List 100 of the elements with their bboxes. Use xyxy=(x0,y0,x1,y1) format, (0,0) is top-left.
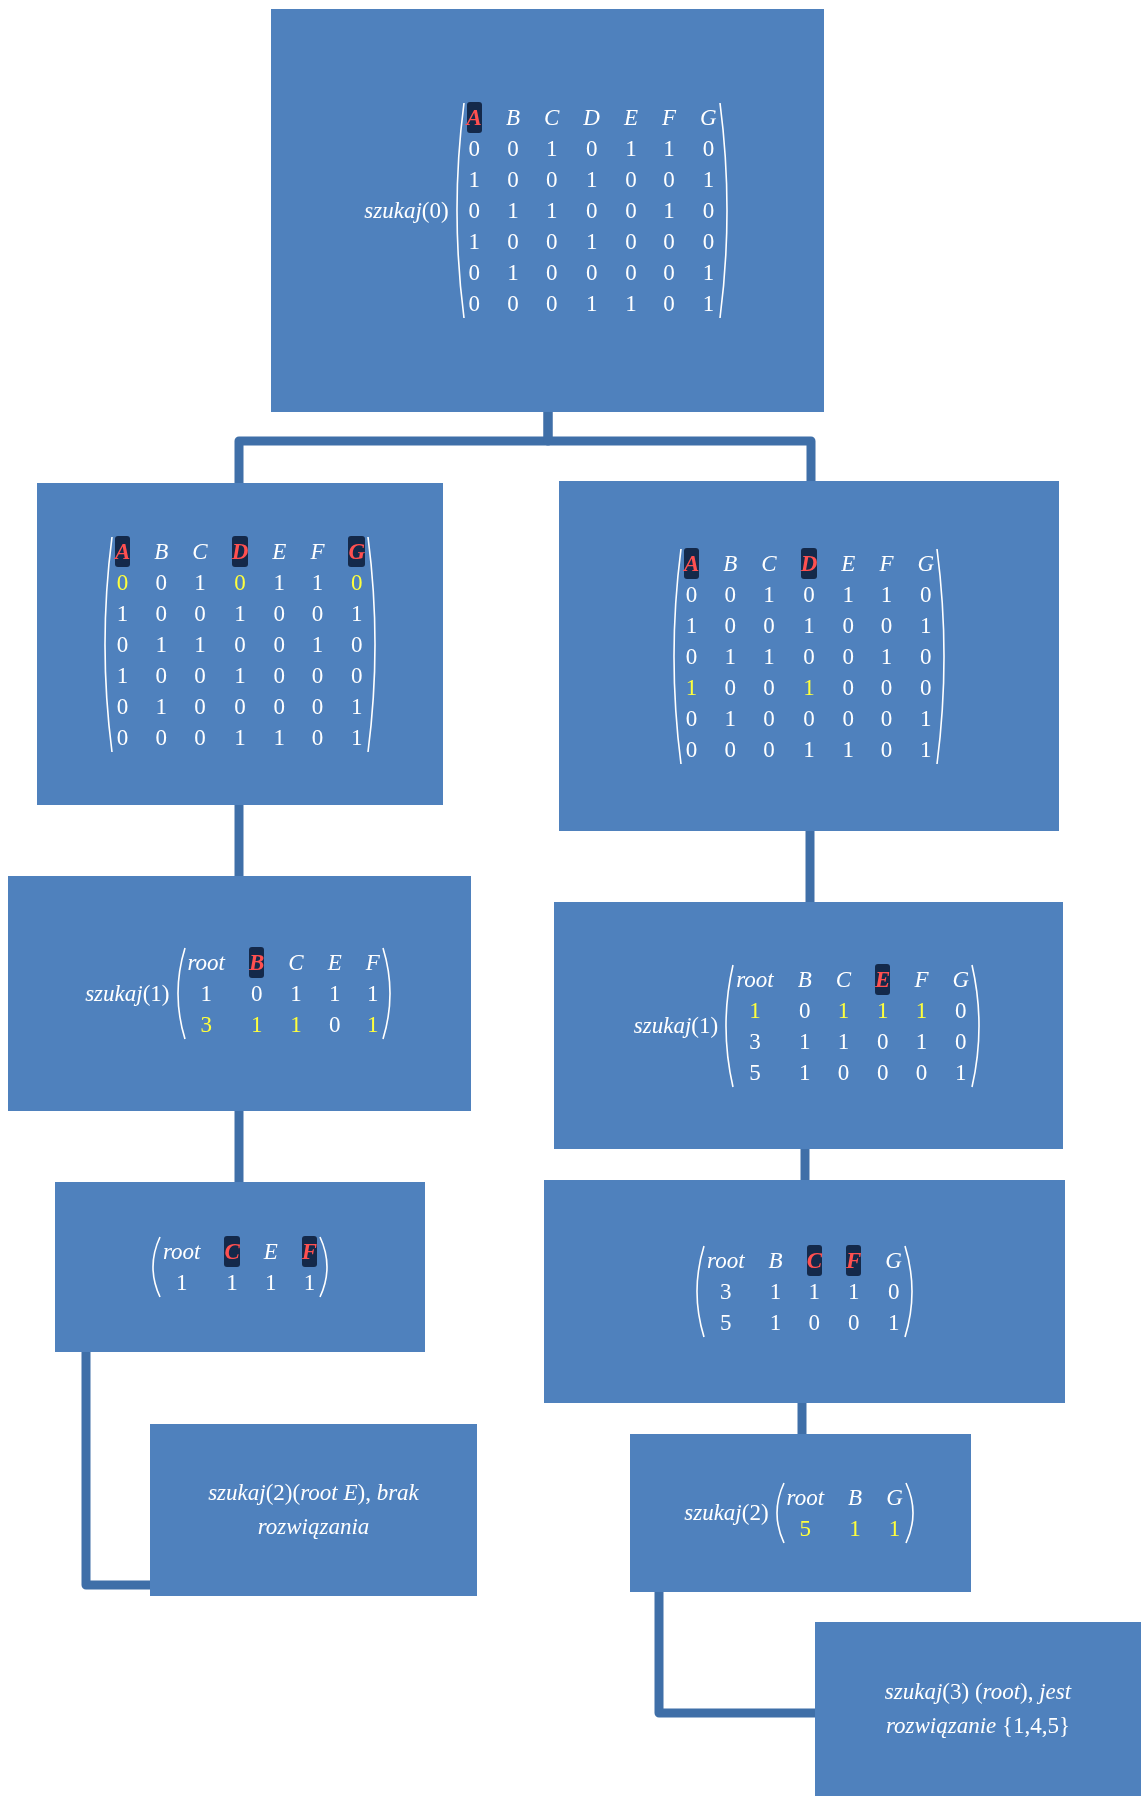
matrix-cell-text: 1 xyxy=(467,228,481,256)
connector xyxy=(234,805,244,876)
matrix-cell-text: 0 xyxy=(841,611,856,640)
matrix-cell-text: 0 xyxy=(886,1278,901,1306)
column-header: C xyxy=(835,965,852,994)
matrix-cell-text: 0 xyxy=(662,166,676,194)
matrix-cell-text: 0 xyxy=(467,259,481,287)
matrix-cell-text: 0 xyxy=(624,197,638,225)
matrix-cell-text: 0 xyxy=(624,259,638,287)
column-header: G xyxy=(952,965,970,994)
matrix-cell-text: 0 xyxy=(544,290,559,318)
matrix-cell-text: 1 xyxy=(879,580,894,609)
matrix-cell-text: 1 xyxy=(289,1011,303,1039)
matrix-cell-text: 0 xyxy=(701,135,716,163)
matrix-cell-text: 3 xyxy=(199,1011,213,1039)
column-header: D xyxy=(231,535,249,567)
column-header: C xyxy=(288,949,304,977)
matrix-cell-text: 1 xyxy=(584,228,599,256)
connector xyxy=(543,412,816,481)
matrix-cell-text: 0 xyxy=(701,197,716,225)
matrix-cell-text: 0 xyxy=(272,661,287,690)
matrix-cell-text: 0 xyxy=(233,630,247,659)
matrix-cell-text: 0 xyxy=(919,580,933,609)
column-header: A xyxy=(683,547,700,579)
matrix-box xyxy=(554,902,1063,1149)
matrix-cell-text: 1 xyxy=(701,166,716,194)
column-header: G xyxy=(348,535,366,567)
matrix-cell-text: 1 xyxy=(193,568,207,597)
matrix-box xyxy=(55,1182,425,1352)
matrix-cell-text: 1 xyxy=(684,611,699,640)
matrix-cell-text: 0 xyxy=(879,735,894,764)
column-header: B xyxy=(797,965,812,994)
matrix-cell-text: 1 xyxy=(662,197,676,225)
matrix-cell-text: 5 xyxy=(798,1515,813,1543)
matrix-cell-text: 0 xyxy=(115,630,130,659)
column-header: B xyxy=(505,104,520,132)
matrix-cell-text: 1 xyxy=(701,290,716,318)
function-call: szukaj(1) xyxy=(633,1012,719,1039)
matrix-cell-text: 0 xyxy=(802,704,816,733)
matrix-cell-text: 1 xyxy=(748,996,762,1025)
matrix-cell-text: 0 xyxy=(506,290,520,318)
column-header: E xyxy=(263,1238,278,1266)
matrix-cell-text: 0 xyxy=(272,599,287,628)
matrix-cell-text: 1 xyxy=(762,642,776,671)
matrix-cell-text: 1 xyxy=(879,642,894,671)
matrix-box xyxy=(271,9,824,412)
matrix-cell-text: 0 xyxy=(762,611,776,640)
matrix-cell-text: 0 xyxy=(662,228,676,256)
matrix-cell-text: 1 xyxy=(836,1027,851,1056)
matrix-cell-text: 1 xyxy=(797,1027,812,1056)
column-header: G xyxy=(700,104,717,132)
column-header: D xyxy=(583,104,600,132)
matrix-cell-text: 0 xyxy=(310,692,325,721)
matrix-cell-text: 1 xyxy=(723,642,738,671)
result-box xyxy=(150,1424,477,1596)
matrix-cell-text: 1 xyxy=(701,259,716,287)
matrix-cell-text: 5 xyxy=(719,1309,733,1337)
column-header: E xyxy=(623,104,639,132)
matrix-cell-text: 1 xyxy=(544,135,559,163)
matrix-cell-text: 0 xyxy=(879,673,894,702)
matrix-cell-text: 1 xyxy=(802,611,816,640)
column-header: F xyxy=(365,949,380,977)
result-box xyxy=(815,1622,1141,1796)
matrix-cell-text: 0 xyxy=(467,290,481,318)
matrix-cell-text: 0 xyxy=(584,197,599,225)
matrix-cell-text: 0 xyxy=(272,630,287,659)
matrix-cell-text: 0 xyxy=(876,1027,890,1056)
matrix-cell-text: 1 xyxy=(662,135,676,163)
connector xyxy=(805,831,815,902)
matrix-cell-text: 0 xyxy=(272,692,287,721)
matrix-cell-text: 0 xyxy=(584,135,599,163)
matrix-cell-text: 0 xyxy=(154,723,169,752)
matrix-cell-text: 1 xyxy=(310,630,325,659)
matrix-cell-text: 0 xyxy=(701,228,716,256)
connector xyxy=(234,1111,244,1182)
column-header: B xyxy=(154,537,169,566)
matrix-cell-text: 0 xyxy=(350,630,364,659)
column-header: G xyxy=(917,549,935,578)
column-header: E xyxy=(327,949,342,977)
matrix-cell-text: 0 xyxy=(919,642,933,671)
matrix-cell-text: 0 xyxy=(841,704,856,733)
column-header: E xyxy=(841,549,856,578)
matrix-cell-text: 0 xyxy=(584,259,599,287)
column-header: C xyxy=(224,1236,240,1267)
matrix-cell-text: 0 xyxy=(154,661,169,690)
matrix-cell-text: 1 xyxy=(954,1058,968,1087)
matrix-cell-text: 0 xyxy=(802,580,816,609)
matrix-cell-text: 0 xyxy=(154,599,169,628)
matrix-cell-text: 1 xyxy=(302,1269,317,1297)
matrix-cell-text: 1 xyxy=(802,735,816,764)
matrix-cell-text: 0 xyxy=(841,673,856,702)
column-header: B xyxy=(249,947,265,978)
matrix-cell-text: 1 xyxy=(797,1058,812,1087)
matrix-cell-text: 1 xyxy=(225,1269,239,1297)
matrix-cell-text: 0 xyxy=(544,166,559,194)
column-header: E xyxy=(875,963,891,995)
matrix-cell-text: 1 xyxy=(506,197,520,225)
matrix-cell-text: 0 xyxy=(115,568,130,597)
function-call: szukaj(0) xyxy=(364,197,449,224)
column-header: root xyxy=(786,1484,825,1512)
